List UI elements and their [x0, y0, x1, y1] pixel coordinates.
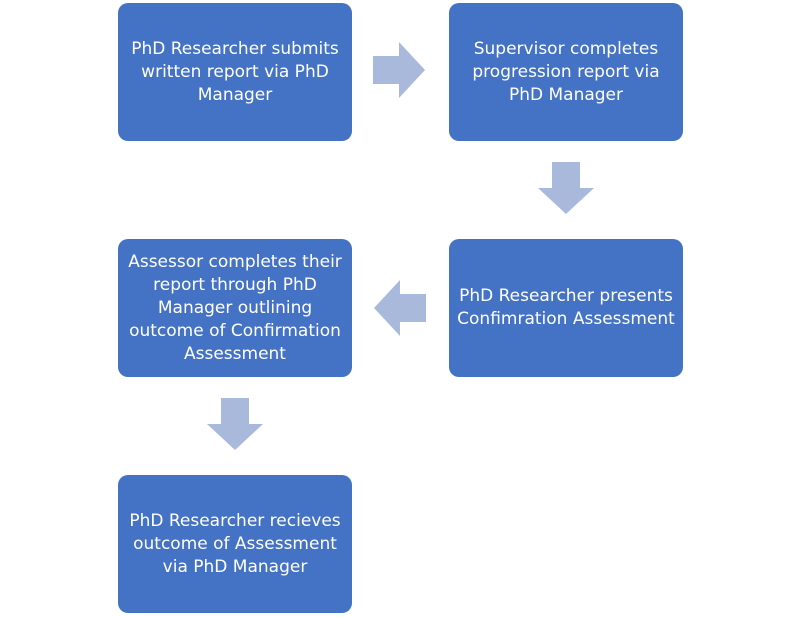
step-box-receives-outcome: PhD Researcher recieves outcome of Asses…	[118, 475, 352, 613]
arrow-left-icon	[374, 280, 426, 336]
step-text-submit-report: PhD Researcher submits written report vi…	[131, 38, 339, 105]
arrow-down-icon	[538, 162, 594, 214]
step-text-presents-assessment: PhD Researcher presents Confimration Ass…	[457, 286, 675, 329]
step-text-supervisor-report: Supervisor completes progression report …	[472, 38, 660, 105]
arrow-right-icon	[373, 42, 425, 98]
step-text-assessor-report: Assessor completes their report through …	[128, 251, 342, 364]
step-box-supervisor-report: Supervisor completes progression report …	[449, 3, 683, 141]
step-text-receives-outcome: PhD Researcher recieves outcome of Asses…	[129, 510, 341, 577]
arrow-down-icon	[207, 398, 263, 450]
step-box-presents-assessment: PhD Researcher presents Confimration Ass…	[449, 239, 683, 377]
step-box-submit-report: PhD Researcher submits written report vi…	[118, 3, 352, 141]
step-box-assessor-report: Assessor completes their report through …	[118, 239, 352, 377]
